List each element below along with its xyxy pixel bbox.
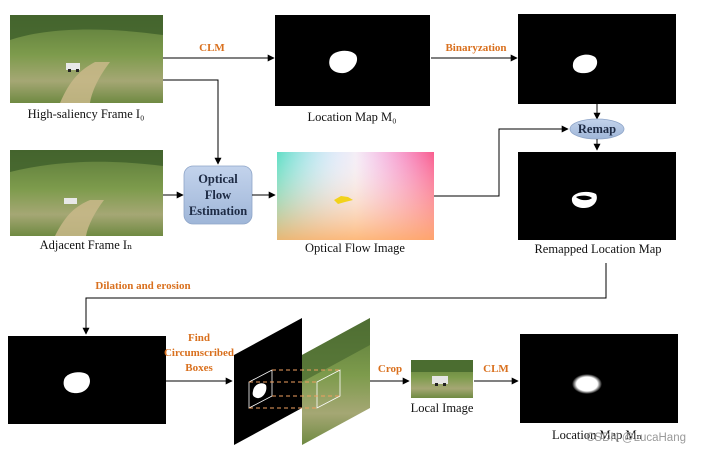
watermark: CSDN @LucaHang: [586, 432, 686, 444]
frame-to-flow-arrow: [163, 79, 222, 165]
remapped-location-map-image: [518, 152, 676, 240]
binarization-label: Binaryzation: [445, 42, 506, 54]
perspective-frame-image: [302, 318, 370, 445]
crop-projection-dashes: [249, 369, 340, 409]
flow-to-remap-arrow: [434, 125, 569, 197]
location-map-m0-label: Location Map M₀: [307, 110, 396, 124]
dilation-arrow: [82, 263, 607, 335]
location-map-mn-label: Location Map Mₙ: [552, 428, 642, 442]
adjacent-frame-image: [10, 150, 163, 236]
perspective-binary-map: [234, 318, 302, 445]
remapped-location-map-label: Remapped Location Map: [534, 242, 661, 256]
high-saliency-frame-label: High-saliency Frame I₀: [28, 107, 145, 121]
clm-label-bottom: CLM: [483, 363, 509, 375]
location-map-mn-image: [520, 334, 678, 423]
find-label-line-3: Boxes: [185, 362, 213, 374]
dilated-map-image: [8, 336, 166, 424]
location-map-m0-image: [275, 15, 430, 106]
optical-flow-estimation-box: Optical Flow Estimation: [183, 165, 253, 225]
high-saliency-frame-image: [10, 15, 163, 103]
crop-label: Crop: [378, 363, 402, 375]
dilation-label: Dilation and erosion: [95, 280, 190, 292]
optical-flow-image: [277, 152, 434, 240]
flow-box-line-2: Flow: [205, 188, 231, 202]
optical-flow-label: Optical Flow Image: [305, 241, 405, 255]
binarized-map-image: [518, 14, 676, 104]
adjacent-frame-label: Adjacent Frame Iₙ: [40, 238, 133, 252]
remap-node: Remap: [569, 118, 625, 140]
local-image: [411, 360, 473, 398]
flow-box-line-3: Estimation: [189, 204, 247, 218]
find-label-line-2: Circumscribed: [164, 347, 234, 359]
remap-label: Remap: [578, 122, 616, 136]
local-image-label: Local Image: [411, 401, 474, 415]
flow-box-line-1: Optical: [198, 172, 238, 186]
clm-label-top: CLM: [199, 42, 225, 54]
find-label-line-1: Find: [188, 332, 210, 344]
